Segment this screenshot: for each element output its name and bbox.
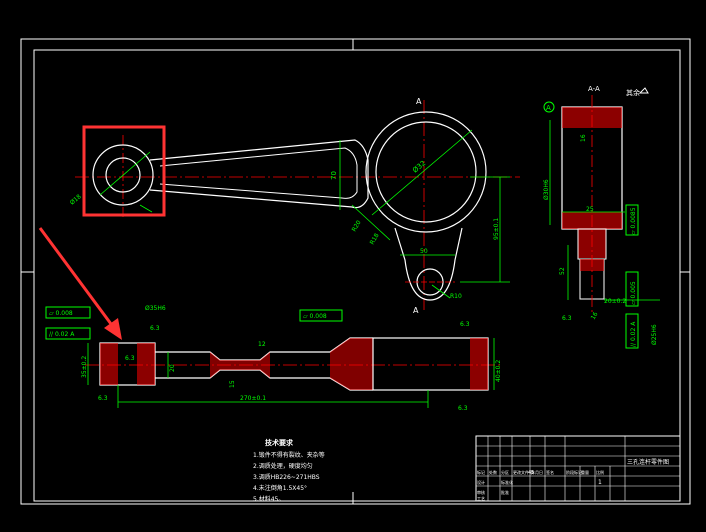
tol-par2-box bbox=[625, 313, 639, 349]
tol-flat4-text: ▱ 0.005 bbox=[630, 281, 637, 305]
side-small-hatch-left bbox=[100, 343, 118, 385]
small-end-leader bbox=[139, 204, 153, 213]
connecting-shank-outline bbox=[149, 139, 369, 209]
dim-phi32-line bbox=[371, 129, 473, 216]
tol-flat4-box bbox=[625, 271, 639, 307]
tol-flat2-box bbox=[299, 309, 343, 322]
tb-cell-1: 处数 bbox=[489, 469, 497, 475]
datum-a-label: A bbox=[546, 104, 551, 112]
section-view-aa: A-A 其余 A Ø30H6 16 25 52 20±0.2 16 Ø25H6 … bbox=[543, 85, 660, 349]
section-16a-text: 16 bbox=[580, 134, 587, 142]
dim-35-text: 35±0.2 bbox=[81, 356, 88, 378]
bottom-lug-outline bbox=[394, 227, 463, 301]
tol-par1-text: // 0.02 A bbox=[49, 331, 75, 338]
highlight-box bbox=[82, 125, 166, 217]
inner-frame bbox=[33, 49, 681, 502]
scale-text: 1 bbox=[598, 479, 602, 486]
title-block: 三孔连杆零件图 45 1 标记 处数 分区 更改文件号 签名 年月日 设计 标准… bbox=[475, 435, 681, 502]
dim-phi18-line bbox=[99, 151, 151, 196]
dim-6-3c-text: 6.3 bbox=[460, 321, 470, 328]
side-big-end-hatch-right bbox=[470, 338, 488, 390]
tol-flat1-box bbox=[45, 306, 91, 319]
section-phi25-text: Ø25H6 bbox=[651, 324, 658, 345]
note-item-3: 3.调质HB226~271HBS bbox=[253, 473, 320, 481]
section-mark-a-bottom: A bbox=[413, 306, 419, 315]
tol-flat3-text: ▱ 0.0085 bbox=[630, 207, 637, 235]
dim-right-text: 40±0.2 bbox=[495, 360, 502, 382]
roughness-symbol bbox=[638, 87, 649, 94]
dim-15-text: 15 bbox=[229, 380, 236, 388]
section-title: A-A bbox=[588, 85, 600, 93]
tb-cell-8: 审核 bbox=[477, 489, 485, 495]
title-block-frame bbox=[475, 435, 681, 502]
note-item-4: 4.未注倒角1.5X45° bbox=[253, 484, 307, 492]
tol-flat3-box bbox=[625, 204, 639, 236]
dim-50-text: 50 bbox=[420, 248, 428, 255]
pointer-arrow bbox=[38, 227, 122, 340]
material-text: 45 bbox=[528, 470, 534, 476]
tb-cell-3: 更改文件号 bbox=[513, 469, 533, 475]
section-52-text: 52 bbox=[559, 267, 566, 275]
dim-12-text: 12 bbox=[258, 341, 266, 348]
tb-cell-0: 标记 bbox=[477, 469, 485, 475]
front-view: A A Ø32 70 R20 R18 50 R10 95±0.1 Ø18 bbox=[69, 97, 520, 315]
tol-flat1-text: ▱ 0.008 bbox=[49, 310, 73, 317]
arrow-shaft bbox=[38, 227, 116, 329]
tb-cell-11: 阶段标记 bbox=[566, 469, 582, 475]
connecting-shank-inner bbox=[159, 147, 358, 199]
tol-flat2-text: ▱ 0.008 bbox=[303, 313, 327, 320]
side-big-end-hatch-left bbox=[330, 338, 373, 390]
note-item-2: 2.调质处理，硬度均匀 bbox=[253, 462, 313, 470]
big-end-bore bbox=[375, 121, 477, 223]
dim-6-3b-text: 6.3 bbox=[98, 395, 108, 402]
dim-r10-text: R10 bbox=[450, 293, 462, 300]
note-item-5: 5.材料45。 bbox=[253, 495, 284, 503]
dim-20b-text: 20 bbox=[169, 364, 176, 372]
tb-cell-12: 重量 bbox=[581, 469, 589, 475]
tb-cell-6: 设计 bbox=[477, 479, 485, 485]
dim-70-text: 70 bbox=[330, 171, 338, 180]
tb-cell-2: 分区 bbox=[501, 469, 509, 475]
dim-270-text: 270±0.1 bbox=[240, 395, 266, 402]
tb-cell-9: 工艺 bbox=[477, 496, 485, 501]
dim-6-3d-text: 6.3 bbox=[458, 405, 468, 412]
dim-phi35-text: Ø35H6 bbox=[145, 305, 166, 312]
section-mark-a-top: A bbox=[416, 97, 422, 106]
note-item-1: 1.锻件不得有裂纹、夹杂等 bbox=[253, 451, 325, 459]
tol-par1-box bbox=[45, 327, 91, 340]
tb-cell-7: 标准化 bbox=[501, 479, 513, 485]
side-shank-hatch bbox=[210, 352, 270, 378]
notes-title: 技术要求 bbox=[265, 438, 294, 447]
section-16b-text: 16 bbox=[590, 311, 600, 321]
tb-cell-4: 签名 bbox=[546, 469, 554, 475]
dim-r20-leader bbox=[351, 204, 391, 241]
tol-par2-text: // 0.02 A bbox=[630, 321, 637, 347]
tb-cell-5: 年月日 bbox=[531, 469, 543, 475]
dim-95-text: 95±0.1 bbox=[493, 218, 500, 240]
section-20-text: 20±0.2 bbox=[604, 298, 626, 305]
tb-cell-10: 批准 bbox=[501, 489, 509, 495]
small-end-outer-circle bbox=[92, 144, 154, 206]
small-end-bore bbox=[105, 157, 141, 193]
dim-6-3a-text: 6.3 bbox=[150, 325, 160, 332]
part-name-text: 三孔连杆零件图 bbox=[627, 458, 669, 466]
section-phi30-text: Ø30H6 bbox=[543, 179, 550, 200]
tb-cell-13: 比例 bbox=[596, 469, 604, 475]
big-end-outer-circle bbox=[365, 111, 487, 233]
arrow-head bbox=[104, 318, 122, 340]
side-view: 270±0.1 35±0.2 20 12 15 40±0.2 Ø35H6 6.3… bbox=[45, 305, 502, 412]
technical-notes: 技术要求 1.锻件不得有裂纹、夹杂等 2.调质处理，硬度均匀 3.调质HB226… bbox=[253, 438, 325, 503]
datum-a-circle bbox=[543, 101, 555, 113]
side-small-hatch-right bbox=[137, 343, 155, 385]
dim-6-3f-text: 6.3 bbox=[125, 355, 135, 362]
section-6-3-text: 6.3 bbox=[562, 315, 572, 322]
dim-r10-leader bbox=[431, 284, 451, 299]
roughness-rest-label: 其余 bbox=[626, 88, 640, 97]
section-25-text: 25 bbox=[586, 206, 594, 213]
